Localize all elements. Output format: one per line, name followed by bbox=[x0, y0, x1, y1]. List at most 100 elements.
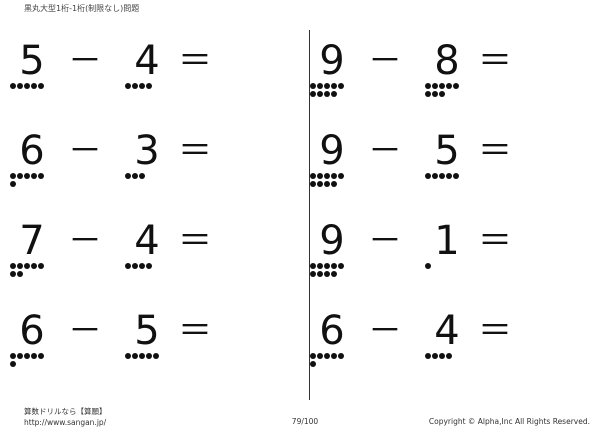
dot-row bbox=[10, 181, 50, 188]
dot-counters bbox=[125, 173, 165, 181]
subtraction-problem: 5－4＝ bbox=[10, 38, 230, 108]
minus-sign: － bbox=[68, 221, 102, 261]
dot bbox=[439, 83, 445, 89]
dot bbox=[38, 263, 44, 269]
dot bbox=[38, 83, 44, 89]
dot-row bbox=[425, 83, 465, 90]
worksheet-title: 黒丸大型1桁-1桁(制限なし)問題 bbox=[24, 4, 140, 13]
minus-sign: － bbox=[68, 41, 102, 81]
dot bbox=[331, 91, 337, 97]
dot-counters bbox=[425, 353, 465, 361]
minuend: 7 bbox=[19, 218, 45, 264]
dot bbox=[310, 91, 316, 97]
equals-sign: ＝ bbox=[478, 311, 512, 351]
dot-row bbox=[10, 263, 50, 270]
dot bbox=[310, 263, 316, 269]
dot-row bbox=[425, 91, 465, 98]
minus-sign: － bbox=[68, 131, 102, 171]
dot-row bbox=[310, 271, 350, 278]
dot-row bbox=[310, 353, 350, 360]
subtrahend: 1 bbox=[434, 218, 460, 264]
dot bbox=[317, 271, 323, 277]
dot-row bbox=[425, 173, 465, 180]
dot bbox=[324, 83, 330, 89]
dot bbox=[338, 173, 344, 179]
footer-url[interactable]: http://www.sangan.jp/ bbox=[24, 418, 107, 427]
dot bbox=[310, 173, 316, 179]
dot bbox=[317, 181, 323, 187]
dot bbox=[10, 353, 16, 359]
dot bbox=[310, 83, 316, 89]
dot bbox=[125, 353, 131, 359]
dot bbox=[132, 353, 138, 359]
dot bbox=[338, 353, 344, 359]
dot bbox=[331, 83, 337, 89]
dot bbox=[132, 173, 138, 179]
dot bbox=[139, 353, 145, 359]
dot bbox=[324, 271, 330, 277]
subtraction-problem: 9－8＝ bbox=[310, 38, 530, 108]
dot-row bbox=[425, 263, 465, 270]
subtraction-problem: 6－5＝ bbox=[10, 308, 230, 378]
dot bbox=[324, 91, 330, 97]
dot bbox=[425, 83, 431, 89]
dot-counters bbox=[310, 173, 350, 189]
dot bbox=[331, 271, 337, 277]
dot bbox=[432, 83, 438, 89]
dot-counters bbox=[10, 263, 50, 279]
dot-counters bbox=[310, 263, 350, 279]
dot bbox=[125, 263, 131, 269]
dot bbox=[331, 181, 337, 187]
minuend: 6 bbox=[19, 308, 45, 354]
dot bbox=[17, 353, 23, 359]
dot bbox=[310, 271, 316, 277]
dot bbox=[125, 83, 131, 89]
dot bbox=[24, 83, 30, 89]
dot bbox=[439, 173, 445, 179]
subtrahend: 4 bbox=[434, 308, 460, 354]
dot bbox=[139, 83, 145, 89]
dot bbox=[139, 173, 145, 179]
subtraction-problem: 9－1＝ bbox=[310, 218, 530, 288]
dot bbox=[453, 173, 459, 179]
dot bbox=[310, 353, 316, 359]
dot bbox=[24, 263, 30, 269]
dot bbox=[432, 353, 438, 359]
dot bbox=[324, 181, 330, 187]
dot-row bbox=[310, 91, 350, 98]
dot bbox=[10, 83, 16, 89]
dot bbox=[10, 263, 16, 269]
dot bbox=[446, 173, 452, 179]
dot bbox=[10, 271, 16, 277]
dot-row bbox=[125, 173, 165, 180]
minus-sign: － bbox=[368, 131, 402, 171]
minuend: 6 bbox=[319, 308, 345, 354]
minus-sign: － bbox=[368, 41, 402, 81]
dot bbox=[317, 91, 323, 97]
dot-counters bbox=[425, 83, 465, 99]
dot bbox=[125, 173, 131, 179]
dot bbox=[324, 263, 330, 269]
dot bbox=[439, 91, 445, 97]
dot-row bbox=[310, 173, 350, 180]
dot bbox=[31, 263, 37, 269]
subtrahend: 3 bbox=[134, 128, 160, 174]
dot-row bbox=[310, 181, 350, 188]
dot bbox=[146, 353, 152, 359]
dot bbox=[31, 353, 37, 359]
dot-counters bbox=[125, 263, 165, 271]
minuend: 9 bbox=[319, 218, 345, 264]
dot-row bbox=[125, 83, 165, 90]
subtraction-problem: 9－5＝ bbox=[310, 128, 530, 198]
dot bbox=[132, 83, 138, 89]
subtraction-problem: 6－3＝ bbox=[10, 128, 230, 198]
equals-sign: ＝ bbox=[178, 311, 212, 351]
copyright: Copyright © Alpha,Inc All Rights Reserve… bbox=[428, 417, 590, 426]
dot bbox=[432, 91, 438, 97]
dot bbox=[10, 181, 16, 187]
dot-counters bbox=[310, 83, 350, 99]
equals-sign: ＝ bbox=[478, 131, 512, 171]
dot bbox=[17, 263, 23, 269]
dot bbox=[317, 353, 323, 359]
equals-sign: ＝ bbox=[478, 221, 512, 261]
